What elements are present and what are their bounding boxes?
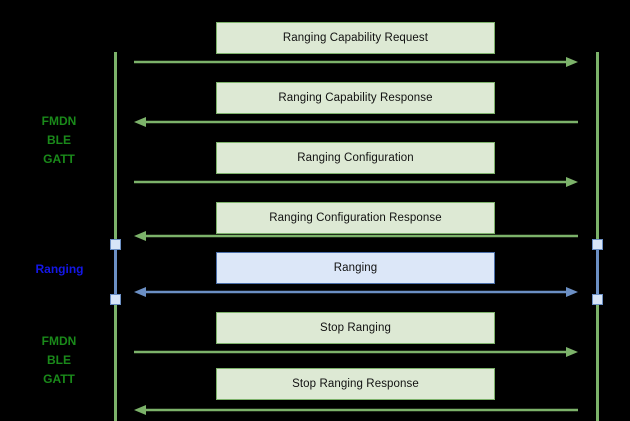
message-box-stop-ranging[interactable]: Stop Ranging — [216, 312, 495, 344]
message-box-ranging-configuration-response[interactable]: Ranging Configuration Response — [216, 202, 495, 234]
label-fmdn-ble-gatt-top: FMDN BLE GATT — [41, 114, 77, 166]
label-ranging: Ranging — [35, 262, 84, 276]
act-connector-right — [596, 249, 599, 299]
right-lifeline — [596, 52, 599, 421]
act-left-bottom — [110, 294, 121, 305]
act-connector-left — [114, 249, 117, 299]
act-right-top — [592, 239, 603, 250]
message-box-ranging[interactable]: Ranging — [216, 252, 495, 284]
left-lifeline — [114, 52, 117, 421]
message-box-stop-ranging-response[interactable]: Stop Ranging Response — [216, 368, 495, 400]
label-fmdn-ble-gatt-bottom: FMDN BLE GATT — [41, 334, 77, 386]
act-right-bottom — [592, 294, 603, 305]
message-box-ranging-capability-request[interactable]: Ranging Capability Request — [216, 22, 495, 54]
message-box-ranging-configuration[interactable]: Ranging Configuration — [216, 142, 495, 174]
message-box-ranging-capability-response[interactable]: Ranging Capability Response — [216, 82, 495, 114]
act-left-top — [110, 239, 121, 250]
